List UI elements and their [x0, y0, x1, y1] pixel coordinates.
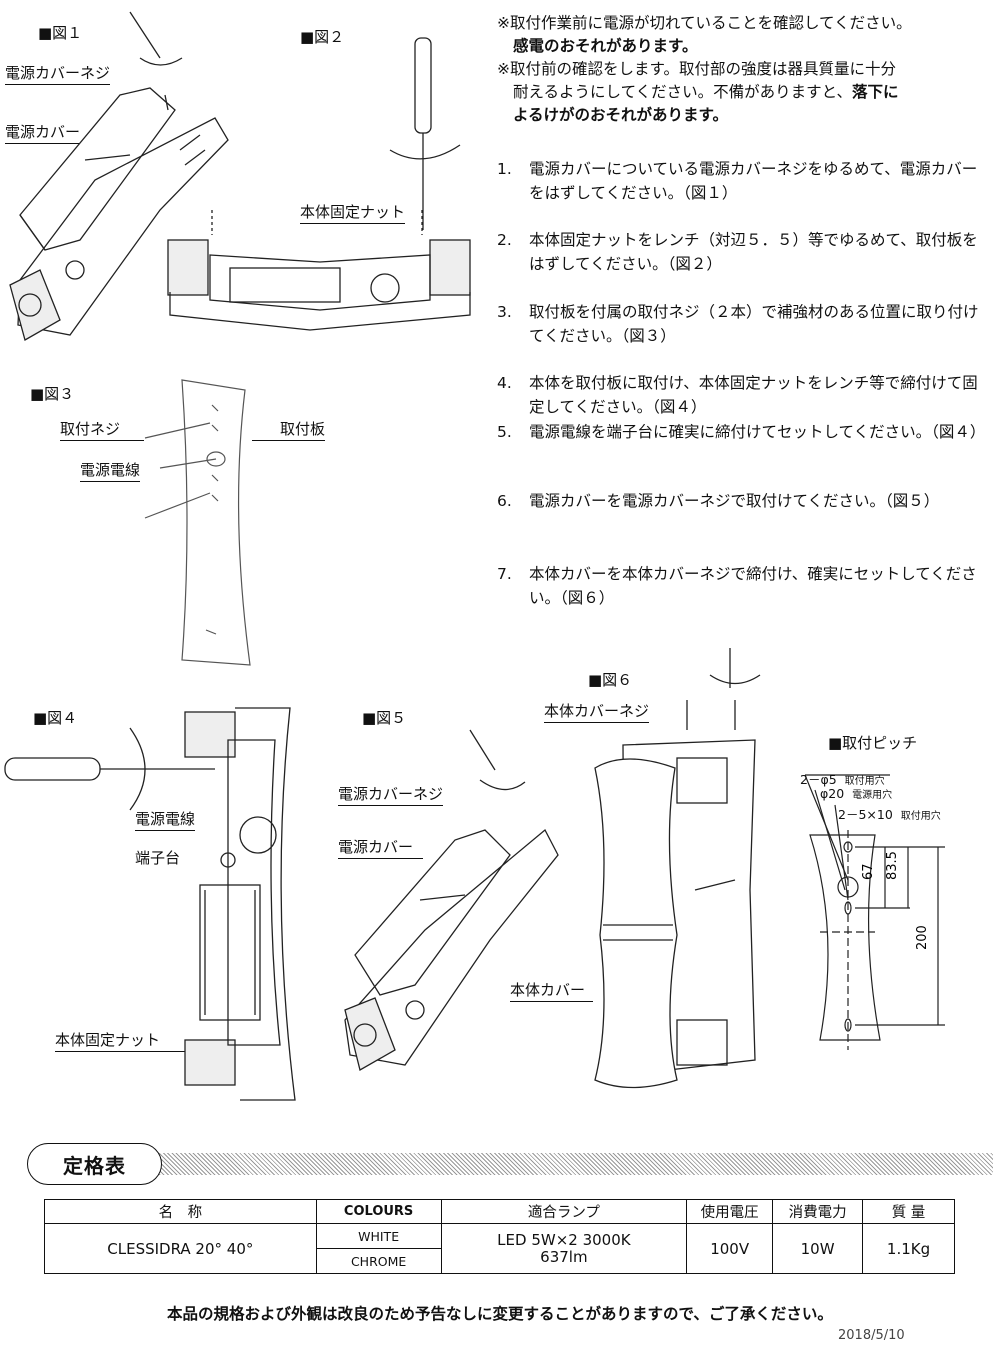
- step-4: 4. 本体を取付板に取付け、本体固定ナットをレンチ等で締付けて固定してください。（…: [497, 371, 982, 419]
- spec-header-colours: COLOURS: [315, 1199, 442, 1224]
- step-text: 電源電線を端子台に確実に締付けてセットしてください。（図４）: [529, 423, 986, 441]
- dim-67-label: 67: [861, 863, 876, 880]
- step-num: 7.: [497, 565, 512, 583]
- fig2-label: ■図２: [300, 28, 345, 46]
- pitch-hole3: 2－5×10 取付用穴: [838, 804, 941, 823]
- spec-header-hatch: [155, 1153, 993, 1175]
- callout-power-cover-screw: 電源カバーネジ: [5, 62, 111, 85]
- step-num: 6.: [497, 492, 512, 510]
- dim-200-label: 200: [915, 925, 930, 950]
- fig5-drawing: [344, 729, 559, 1071]
- warning-2: ※取付前の確認をします。取付部の強度は器具質量に十分: [497, 60, 896, 78]
- spec-row-2: CHROME: [45, 1248, 955, 1274]
- spec-colour-white: WHITE: [315, 1223, 442, 1249]
- step-num: 3.: [497, 303, 512, 321]
- step-7: 7. 本体カバーを本体カバーネジで締付け、確実にセットしてください。（図６）: [497, 562, 982, 610]
- spec-header-row: 名 称 COLOURS 適合ランプ 使用電圧 消費電力 質 量: [44, 1199, 955, 1224]
- document-date: 2018/5/10: [838, 1328, 905, 1343]
- callout-power-cover: 電源カバー: [5, 121, 81, 144]
- callout-fig4-wire: 電源電線: [135, 808, 196, 831]
- spec-lamp-line2: 637lm: [540, 1247, 588, 1266]
- spec-weight: 1.1Kg: [862, 1223, 955, 1274]
- step-text: 電源カバーについている電源カバーネジをゆるめて、電源カバーをはずしてください。（…: [529, 160, 978, 202]
- spec-power: 10W: [772, 1223, 864, 1274]
- spec-header-name: 名 称: [44, 1199, 317, 1224]
- pitch-hole1-desc: 取付用穴: [844, 776, 885, 787]
- warning-2-line3: よるけがのおそれがあります。: [513, 106, 728, 124]
- fig6-drawing: [594, 648, 761, 1089]
- footer-note: 本品の規格および外観は改良のため予告なしに変更することがありますので、ご了承くだ…: [167, 1305, 833, 1323]
- fig1-label: ■図１: [38, 24, 83, 42]
- step-num: 1.: [497, 160, 512, 178]
- warning-1-detail: 感電のおそれがあります。: [513, 37, 698, 55]
- pitch-label: ■取付ピッチ: [828, 734, 918, 752]
- step-text: 電源カバーを電源カバーネジで取付けてください。（図５）: [529, 492, 940, 510]
- spec-header-lamp: 適合ランプ: [440, 1199, 688, 1224]
- pitch-drawing: 67 83.5 200: [804, 774, 945, 1050]
- spec-header-voltage: 使用電圧: [686, 1199, 774, 1224]
- spec-voltage: 100V: [686, 1223, 774, 1274]
- step-num: 5.: [497, 423, 512, 441]
- callout-terminal-block: 端子台: [135, 849, 181, 867]
- pitch-hole3-size: 2－5×10: [838, 807, 893, 822]
- warning-1: ※取付作業前に電源が切れていることを確認してください。: [497, 14, 912, 32]
- step-text: 取付板を付属の取付ネジ（２本）で補強材のある位置に取り付けてください。（図３）: [529, 303, 979, 345]
- pitch-hole3-desc: 取付用穴: [900, 811, 941, 822]
- spec-colour-chrome: CHROME: [315, 1248, 442, 1274]
- fig1-drawing: [9, 11, 229, 341]
- spec-title: 定格表: [27, 1143, 162, 1185]
- step-text: 本体を取付板に取付け、本体固定ナットをレンチ等で締付けて固定してください。（図４…: [529, 374, 978, 416]
- step-num: 2.: [497, 231, 512, 249]
- callout-fig5-screw: 電源カバーネジ: [338, 783, 444, 806]
- fig6-label: ■図６: [588, 671, 633, 689]
- pitch-hole1-size: 2－φ5: [800, 772, 837, 787]
- step-num: 4.: [497, 374, 512, 392]
- step-text: 本体固定ナットをレンチ（対辺５．５）等でゆるめて、取付板をはずしてください。（図…: [529, 231, 978, 273]
- callout-fig5-cover: 電源カバー: [338, 836, 424, 859]
- warning-2-line2: 耐えるようにしてください。不備がありますと、落下に: [497, 81, 987, 104]
- step-1: 1. 電源カバーについている電源カバーネジをゆるめて、電源カバーをはずしてください…: [497, 157, 982, 205]
- pitch-hole2-size: φ20: [820, 786, 845, 801]
- callout-mount-plate: 取付板: [252, 418, 326, 441]
- fig4-drawing: [4, 707, 296, 1101]
- fig2-drawing: [167, 37, 471, 331]
- callout-fig4-nut: 本体固定ナット: [55, 1029, 197, 1052]
- spec-lamp: LED 5W×2 3000K 637lm: [440, 1223, 688, 1274]
- spec-header-power: 消費電力: [772, 1199, 864, 1224]
- callout-power-wire: 電源電線: [80, 459, 141, 482]
- callout-body-cover-screw: 本体カバーネジ: [544, 700, 650, 723]
- pitch-hole2: φ20 電源用穴: [820, 786, 892, 801]
- step-5: 5. 電源電線を端子台に確実に締付けてセットしてください。（図４）: [497, 420, 986, 444]
- callout-body-cover: 本体カバー: [510, 979, 594, 1002]
- callout-body-nut: 本体固定ナット: [300, 201, 406, 224]
- step-2: 2. 本体固定ナットをレンチ（対辺５．５）等でゆるめて、取付板をはずしてください。…: [497, 228, 982, 276]
- pitch-hole1: 2－φ5 取付用穴: [800, 769, 885, 788]
- step-6: 6. 電源カバーを電源カバーネジで取付けてください。（図５）: [497, 489, 982, 513]
- warning-2-text: 耐えるようにしてください。不備がありますと、: [513, 83, 852, 101]
- fig4-label: ■図４: [33, 709, 78, 727]
- fig5-label: ■図５: [362, 709, 407, 727]
- step-text: 本体カバーを本体カバーネジで締付け、確実にセットしてください。（図６）: [529, 565, 977, 607]
- step-3: 3. 取付板を付属の取付ネジ（２本）で補強材のある位置に取り付けてください。（図３…: [497, 300, 982, 348]
- fig3-label: ■図３: [30, 385, 75, 403]
- spec-lamp-line1: LED 5W×2 3000K: [497, 1230, 631, 1249]
- dim-835-label: 83.5: [885, 851, 900, 880]
- callout-mount-screw: 取付ネジ: [60, 418, 145, 441]
- warning-block: ※取付作業前に電源が切れていることを確認してください。 感電のおそれがあります。…: [497, 12, 987, 127]
- spec-name: CLESSIDRA 20° 40°: [44, 1223, 317, 1274]
- spec-header-weight: 質 量: [862, 1199, 955, 1224]
- spec-row: CLESSIDRA 20° 40° WHITE LED 5W×2 3000K 6…: [44, 1223, 955, 1274]
- spec-table: 名 称 COLOURS 適合ランプ 使用電圧 消費電力 質 量 CLESSIDR…: [44, 1199, 955, 1274]
- fig3-drawing: [144, 379, 251, 666]
- pitch-hole2-desc: 電源用穴: [852, 790, 893, 801]
- warning-2-bold: 落下に: [852, 83, 899, 101]
